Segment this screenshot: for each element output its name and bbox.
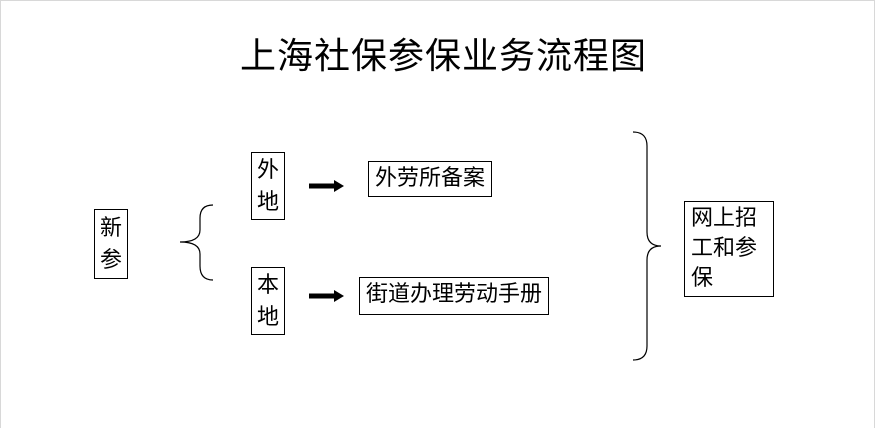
- diagram-title: 上海社保参保业务流程图: [240, 36, 648, 77]
- node-local: 本 地: [251, 267, 285, 335]
- node-street-labor-handbook: 街道办理劳动手册: [359, 277, 550, 315]
- right-brace: [632, 131, 662, 361]
- node-online-line-3: 保: [691, 266, 714, 291]
- node-new-enrollment-line-1: 新: [99, 216, 122, 241]
- node-online-line-2: 工和参: [691, 236, 758, 261]
- node-local-line-2: 地: [256, 305, 279, 330]
- node-online-line-1: 网上招: [691, 206, 758, 231]
- node-new-enrollment: 新 参: [94, 209, 128, 279]
- arrow-local-head: [334, 290, 344, 302]
- node-non-local-line-2: 地: [256, 190, 279, 215]
- node-new-enrollment-line-2: 参: [99, 248, 122, 273]
- frame-left-edge: [0, 0, 1, 428]
- node-online-recruitment-and-insurance: 网上招 工和参 保: [684, 201, 774, 297]
- arrow-non-local-head: [334, 180, 344, 192]
- node-non-local-line-1: 外: [256, 158, 279, 183]
- left-brace: [179, 204, 214, 281]
- node-foreign-labor-registration: 外劳所备案: [368, 161, 493, 197]
- node-non-local: 外 地: [251, 152, 285, 220]
- frame-top-edge: [0, 0, 875, 1]
- node-local-line-1: 本: [256, 273, 279, 298]
